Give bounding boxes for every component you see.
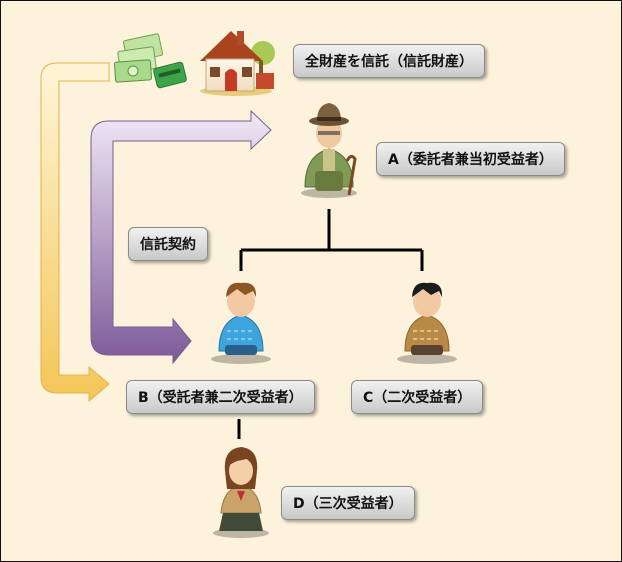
trust-contract-arrow	[90, 109, 272, 365]
tree-connectors	[237, 209, 424, 439]
person-c-label: C（二次受益者）	[351, 380, 484, 414]
elderly-man-with-cane-icon	[301, 103, 357, 198]
man-blue-sweater-icon	[211, 282, 271, 364]
person-a-label: A（委託者兼当初受益者）	[376, 142, 565, 176]
house-icon	[200, 31, 275, 96]
person-d-label: D（三次受益者）	[281, 486, 415, 520]
schoolgirl-icon	[213, 447, 269, 538]
man-brown-sweater-icon	[397, 282, 457, 364]
trust-property-label: 全財産を信託（信託財産）	[293, 44, 485, 78]
person-b-label: B（受託者兼二次受益者）	[126, 380, 315, 414]
cash-and-cards-icon	[113, 33, 187, 89]
property-transfer-arrow	[40, 62, 110, 403]
trust-contract-label: 信託契約	[128, 227, 208, 261]
